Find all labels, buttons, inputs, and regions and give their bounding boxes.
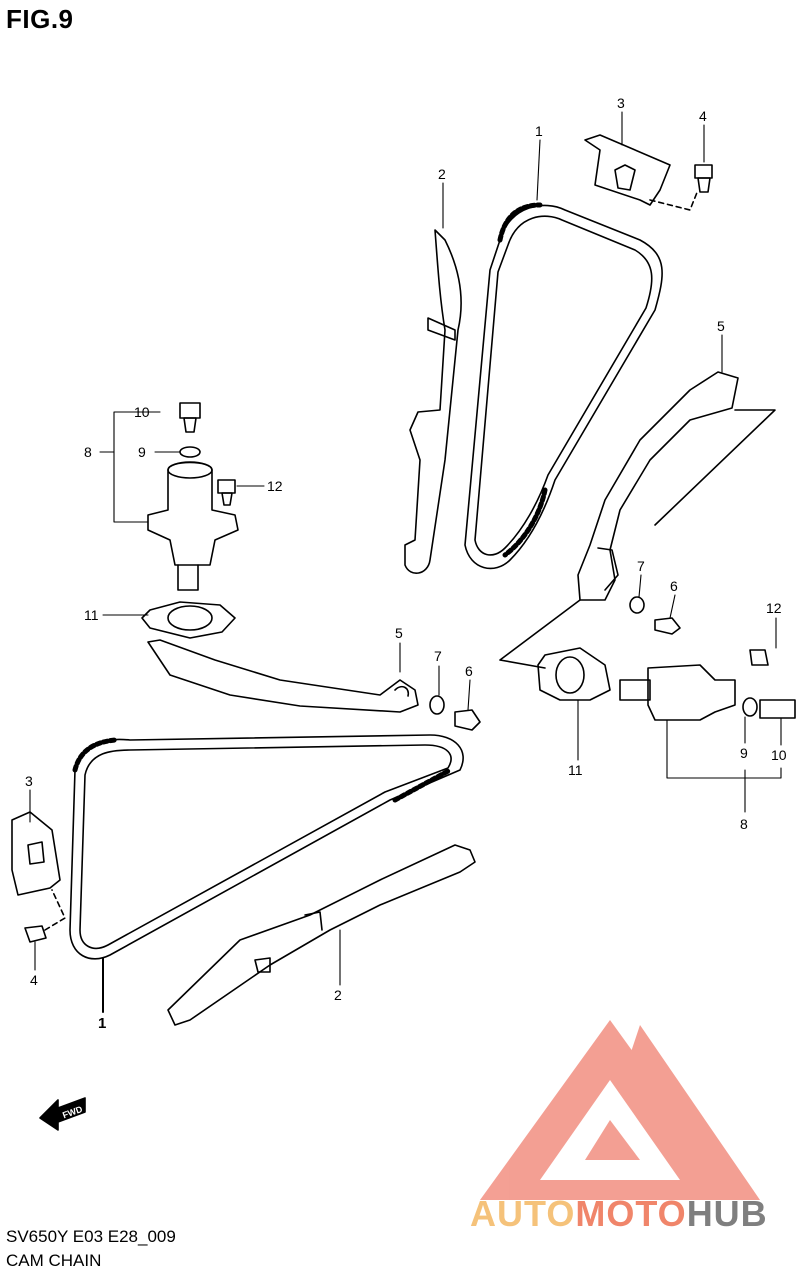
callout-9-right: 9 bbox=[740, 745, 748, 761]
right-tensioner-body bbox=[619, 649, 796, 721]
callout-12-left: 12 bbox=[267, 478, 283, 494]
callout-11-left: 11 bbox=[84, 607, 99, 623]
diagram-code: SV650Y E03 E28_009 bbox=[6, 1227, 176, 1246]
upper-bolt-4 bbox=[694, 164, 713, 193]
callout-2-lower: 2 bbox=[334, 987, 342, 1003]
left-gasket bbox=[141, 601, 236, 639]
upper-bracket bbox=[584, 134, 671, 206]
right-bolt-6 bbox=[654, 617, 681, 635]
callout-8-left: 8 bbox=[84, 444, 92, 460]
callout-1-lower: 1 bbox=[98, 1015, 106, 1032]
lower-bolt-4 bbox=[24, 925, 47, 943]
figure-title: FIG.9 bbox=[6, 4, 74, 34]
upper-bolt-leader bbox=[649, 189, 699, 211]
callout-5-lower: 5 bbox=[395, 625, 403, 641]
left-washer-9 bbox=[179, 446, 201, 458]
lower-bracket bbox=[11, 811, 61, 896]
lower-bolt-leader bbox=[44, 889, 66, 931]
callout-3-upper: 3 bbox=[617, 95, 625, 111]
callout-leaders bbox=[29, 111, 782, 1013]
callout-4-lower: 4 bbox=[30, 972, 38, 988]
callout-2-upper: 2 bbox=[438, 166, 446, 182]
lower-chain-guide-5 bbox=[147, 639, 419, 713]
callout-6-right: 6 bbox=[670, 578, 678, 594]
left-bolt-10 bbox=[179, 402, 201, 433]
callout-10-right: 10 bbox=[771, 747, 787, 763]
right-chain-guide bbox=[577, 371, 739, 601]
lower-washer-7 bbox=[429, 695, 445, 715]
watermark-text: AUTOMOTOHUB bbox=[470, 1193, 768, 1235]
callout-8-right: 8 bbox=[740, 816, 748, 832]
left-tensioner-body bbox=[147, 461, 239, 591]
diagram-name: CAM CHAIN bbox=[6, 1251, 102, 1270]
callout-7-right: 7 bbox=[637, 558, 645, 574]
callout-5-right: 5 bbox=[717, 318, 725, 334]
right-washer-7 bbox=[629, 596, 645, 614]
watermark-part-moto: MOTO bbox=[575, 1193, 687, 1234]
watermark-part-hub: HUB bbox=[686, 1193, 768, 1234]
right-explode-frame bbox=[499, 409, 776, 669]
callout-4-upper: 4 bbox=[699, 108, 707, 124]
lower-bolt-6 bbox=[454, 709, 481, 731]
watermark-logo-icon bbox=[480, 1020, 760, 1200]
fwd-arrow-icon bbox=[39, 1097, 86, 1131]
callout-12-right: 12 bbox=[766, 600, 782, 616]
callout-1-upper: 1 bbox=[535, 123, 543, 139]
callout-10-left: 10 bbox=[134, 404, 150, 420]
watermark-part-auto: AUTO bbox=[470, 1193, 576, 1234]
callout-6-lower: 6 bbox=[465, 663, 473, 679]
lower-chain-guide-2 bbox=[167, 844, 476, 1026]
callout-7-lower: 7 bbox=[434, 648, 442, 664]
lower-cam-chain bbox=[69, 734, 464, 960]
upper-cam-chain bbox=[464, 202, 663, 570]
upper-chain-guide bbox=[404, 229, 462, 574]
callout-9-left: 9 bbox=[138, 444, 146, 460]
right-gasket bbox=[537, 647, 611, 701]
callout-3-lower: 3 bbox=[25, 773, 33, 789]
callout-11-right: 11 bbox=[568, 762, 583, 778]
left-bolt-12 bbox=[217, 479, 236, 506]
